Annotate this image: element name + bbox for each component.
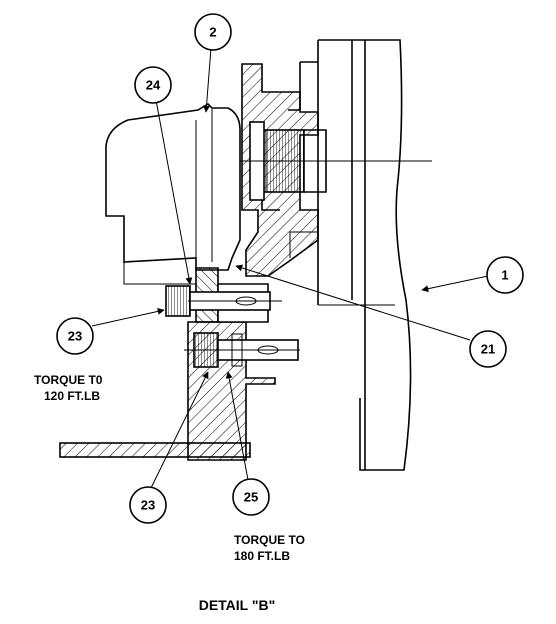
callout-item-1: 1 [486,256,524,294]
svg-text:23: 23 [68,329,82,344]
svg-text:TORQUE TO: TORQUE TO [234,533,305,547]
callout-item-23-upper: 23 [56,317,94,355]
base-plate [59,442,251,458]
detail-caption: DETAIL "B" [199,597,276,613]
svg-text:120 FT.LB: 120 FT.LB [44,389,100,403]
upper-bolt [165,285,282,317]
svg-text:1: 1 [501,268,508,283]
callout-item-2: 2 [194,13,232,51]
callout-item-23-lower: 23 [129,486,167,524]
callout-item-21: 21 [469,330,507,368]
svg-text:180 FT.LB: 180 FT.LB [234,549,290,563]
motor-body-part-2 [105,102,241,285]
svg-text:24: 24 [146,78,161,93]
torque-note-lower: TORQUE TO 180 FT.LB [234,533,305,563]
lower-bolt [184,332,300,368]
torque-note-upper: TORQUE T0 120 FT.LB [34,373,103,403]
housing-part-1 [288,39,412,471]
svg-text:TORQUE T0: TORQUE T0 [34,373,103,387]
callout-item-24: 24 [134,66,172,104]
svg-text:21: 21 [481,342,495,357]
svg-text:23: 23 [141,498,155,513]
svg-text:2: 2 [209,25,216,40]
callout-item-25: 25 [232,478,270,516]
svg-text:25: 25 [244,490,258,505]
leader-lines [91,47,489,491]
